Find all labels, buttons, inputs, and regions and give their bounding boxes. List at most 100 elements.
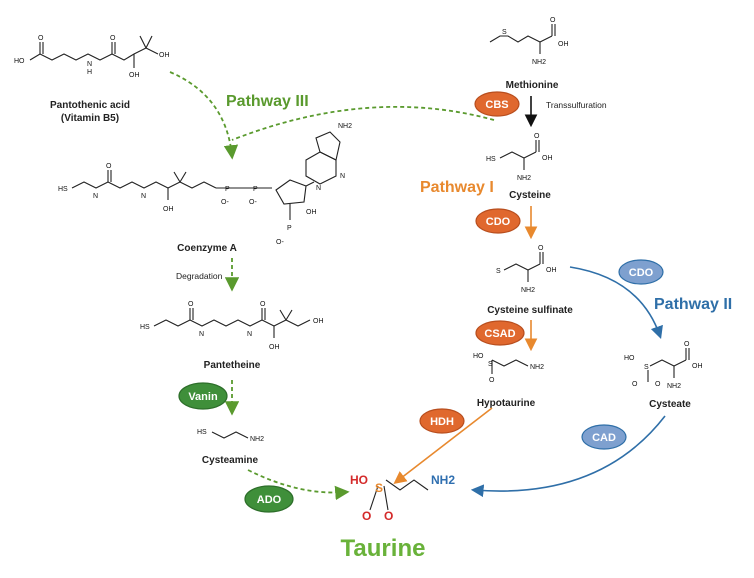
enzyme-cdo-blue-label: CDO: [629, 267, 654, 279]
atom-n: N: [199, 331, 204, 338]
cysteine-sulfinate-to-cysteate-arrow: [569, 266, 663, 340]
label-cysteine: Cysteine: [509, 190, 551, 201]
enzyme-cdo-blue-badge: CDO: [618, 259, 664, 285]
enzyme-cbs-label: CBS: [485, 99, 508, 111]
atom-ho: HO: [473, 353, 484, 360]
atom-s: S: [496, 268, 501, 275]
atom-oh: OH: [313, 318, 324, 325]
enzyme-cbs-badge: CBS: [474, 91, 520, 117]
atom-o: O: [632, 381, 638, 388]
enzyme-vanin-badge: Vanin: [178, 382, 228, 410]
atom-s: S: [502, 29, 507, 36]
atom-o-minus: O-: [221, 199, 229, 206]
atom-o-minus: O-: [276, 239, 284, 246]
cysteine-structure: HS O OH NH2: [486, 133, 553, 182]
atom-ho: HO: [624, 355, 635, 362]
atom-s: S: [375, 481, 383, 495]
atom-s: S: [644, 364, 649, 371]
atom-oh: OH: [163, 206, 174, 213]
atom-n: N: [316, 185, 321, 192]
label-cysteine-sulfinate: Cysteine sulfinate: [487, 305, 573, 316]
enzyme-vanin-label: Vanin: [188, 391, 218, 403]
label-vitamin-b5: (Vitamin B5): [61, 113, 119, 124]
atom-oh: OH: [159, 52, 170, 59]
atom-n: N: [340, 173, 345, 180]
label-methionine: Methionine: [506, 80, 559, 91]
label-degradation: Degradation: [176, 271, 223, 281]
enzyme-csad-badge: CSAD: [475, 320, 525, 346]
label-coenzyme-a: Coenzyme A: [177, 243, 237, 254]
cysteamine-to-taurine-arrow: [247, 469, 350, 501]
atom-n: N: [141, 193, 146, 200]
atom-hs: HS: [486, 156, 496, 163]
atom-ho: HO: [350, 473, 368, 487]
atom-nh2: NH2: [530, 364, 544, 371]
atom-nh2: NH2: [338, 123, 352, 130]
atom-o: O: [550, 17, 556, 24]
atom-nh2: NH2: [667, 383, 681, 390]
atom-nh2: NH2: [431, 473, 455, 487]
cysteine-to-coa-arrow: [231, 106, 495, 141]
atom-oh: OH: [558, 41, 569, 48]
label-cysteate: Cysteate: [649, 399, 691, 410]
enzyme-csad-label: CSAD: [484, 328, 515, 340]
atom-nh2: NH2: [532, 59, 546, 66]
label-pantothenic-acid: Pantothenic acid: [50, 100, 130, 111]
pantothenic-to-coa-arrow: [169, 71, 239, 160]
enzyme-cdo-label: CDO: [486, 216, 511, 228]
atom-oh: OH: [542, 155, 553, 162]
atom-o: O: [655, 381, 661, 388]
atom-o: O: [362, 509, 371, 523]
label-pantetheine: Pantetheine: [204, 360, 261, 371]
atom-p: P: [253, 186, 258, 193]
atom-n: N: [93, 193, 98, 200]
pantetheine-structure: HS O O N N OH OH: [140, 301, 324, 351]
atom-h: H: [87, 69, 92, 76]
atom-o: O: [384, 509, 393, 523]
atom-o: O: [260, 301, 266, 308]
atom-o: O: [110, 35, 116, 42]
label-transsulfuration: Transsulfuration: [546, 100, 607, 110]
label-pathway-iii: Pathway III: [226, 93, 309, 110]
atom-o: O: [684, 341, 690, 348]
atom-o-minus: O-: [249, 199, 257, 206]
atom-p: P: [287, 225, 292, 232]
atom-oh: OH: [129, 72, 140, 79]
atom-nh2: NH2: [250, 436, 264, 443]
enzyme-ado-badge: ADO: [244, 485, 294, 513]
label-taurine: Taurine: [341, 535, 426, 562]
atom-o: O: [188, 301, 194, 308]
enzyme-cad-label: CAD: [592, 432, 616, 444]
hypotaurine-structure: HO S O NH2: [473, 353, 544, 384]
atom-oh: OH: [306, 209, 317, 216]
label-pathway-ii: Pathway II: [654, 296, 732, 313]
label-pathway-i: Pathway I: [420, 179, 494, 196]
methionine-structure: S O OH NH2: [489, 17, 569, 66]
atom-o: O: [534, 133, 540, 140]
atom-o: O: [38, 35, 44, 42]
enzyme-hdh-badge: HDH: [419, 408, 465, 434]
atom-oh: OH: [692, 363, 703, 370]
taurine-structure: HO S O O NH2: [350, 473, 455, 523]
label-hypotaurine: Hypotaurine: [477, 398, 536, 409]
atom-s: S: [488, 361, 493, 368]
hdh-arrow: [393, 407, 493, 484]
atom-oh: OH: [546, 267, 557, 274]
atom-o: O: [489, 377, 495, 384]
label-cysteamine: Cysteamine: [202, 455, 259, 466]
pantothenic-acid-structure: HO O O N H OH OH: [14, 35, 170, 79]
atom-nh2: NH2: [517, 175, 531, 182]
enzyme-cad-badge: CAD: [581, 424, 627, 450]
coenzyme-a-structure: HS O N N OH P P O- O- P O- OH NH2 N N: [58, 123, 352, 246]
enzyme-hdh-label: HDH: [430, 416, 454, 428]
atom-n: N: [87, 61, 92, 68]
atom-hs: HS: [197, 429, 207, 436]
cysteine-sulfinate-structure: S O OH NH2: [496, 245, 557, 294]
atom-n: N: [247, 331, 252, 338]
atom-hs: HS: [140, 324, 150, 331]
cysteamine-structure: HS NH2: [197, 429, 264, 443]
cysteate-to-taurine-arrow: [470, 415, 666, 498]
enzyme-cdo-badge: CDO: [475, 208, 521, 234]
atom-ho: HO: [14, 58, 25, 65]
